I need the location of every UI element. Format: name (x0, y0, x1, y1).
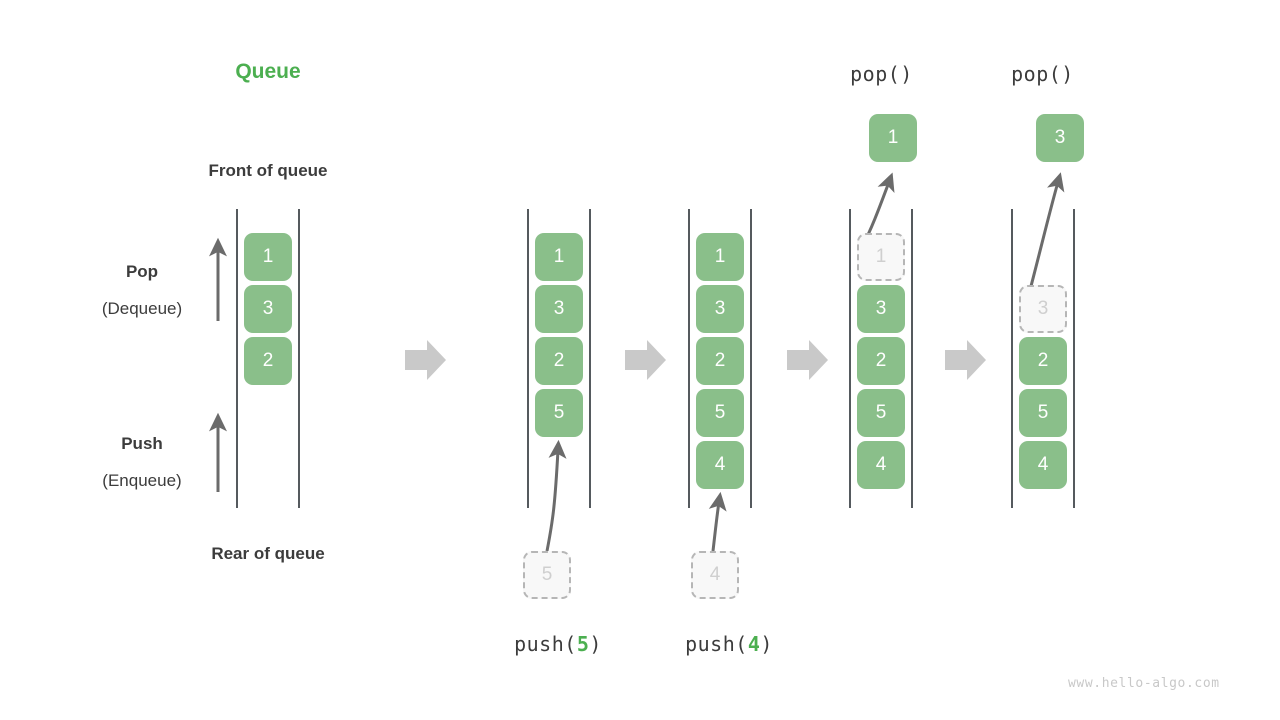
queue-cell: 1 (535, 233, 583, 281)
rail-left-3 (688, 209, 690, 508)
rail-left-5 (1011, 209, 1013, 508)
queue-cell: 2 (857, 337, 905, 385)
push-5-prefix: push( (514, 632, 577, 656)
queue-cell: 2 (696, 337, 744, 385)
rail-right-5 (1073, 209, 1075, 508)
incoming-ghost-cell: 5 (523, 551, 571, 599)
push-4-prefix: push( (685, 632, 748, 656)
step-arrow-1 (405, 340, 446, 380)
popped-cell: 1 (869, 114, 917, 162)
enqueue-label: (Enqueue) (102, 471, 182, 490)
pop-3-motion-arrow (1028, 172, 1065, 291)
push-5-caption: push(5) (458, 632, 658, 656)
dequeue-label: (Dequeue) (101, 299, 183, 318)
queue-cell-ghost: 1 (857, 233, 905, 281)
queue-cell: 2 (535, 337, 583, 385)
push-4-motion-arrow (708, 491, 727, 552)
watermark: www.hello-algo.com (1068, 676, 1220, 691)
push-5-value: 5 (576, 632, 590, 656)
step-arrow-4 (945, 340, 986, 380)
page-title: Queue (235, 60, 301, 83)
incoming-ghost-cell: 4 (691, 551, 739, 599)
push-4-caption: push(4) (629, 632, 829, 656)
rail-left-1 (236, 209, 238, 508)
rail-right-3 (750, 209, 752, 508)
queue-cell: 3 (244, 285, 292, 333)
queue-cell: 1 (244, 233, 292, 281)
rail-left-4 (849, 209, 851, 508)
step-arrow-2 (625, 340, 666, 380)
queue-cell: 1 (696, 233, 744, 281)
rail-right-2 (589, 209, 591, 508)
push-5-suffix: ) (589, 632, 602, 656)
pop-label: Pop (125, 262, 159, 281)
queue-cell: 4 (857, 441, 905, 489)
queue-cell: 5 (1019, 389, 1067, 437)
queue-cell: 5 (535, 389, 583, 437)
queue-cell: 3 (696, 285, 744, 333)
popped-cell: 3 (1036, 114, 1084, 162)
push-5-motion-arrow (545, 439, 567, 552)
push-4-value: 4 (747, 632, 761, 656)
queue-cell: 2 (244, 337, 292, 385)
queue-cell: 5 (696, 389, 744, 437)
queue-cell: 3 (857, 285, 905, 333)
front-of-queue-label: Front of queue (208, 161, 328, 180)
queue-cell: 2 (1019, 337, 1067, 385)
rail-right-4 (911, 209, 913, 508)
rail-left-2 (527, 209, 529, 508)
step-arrow-3 (787, 340, 828, 380)
rear-of-queue-label: Rear of queue (211, 544, 325, 563)
pop-1-caption: pop() (850, 62, 913, 86)
pop-2-caption: pop() (1011, 62, 1074, 86)
rail-right-1 (298, 209, 300, 508)
queue-cell: 3 (535, 285, 583, 333)
queue-cell-ghost: 3 (1019, 285, 1067, 333)
push-label: Push (121, 434, 163, 453)
push-4-suffix: ) (760, 632, 773, 656)
queue-cell: 4 (1019, 441, 1067, 489)
queue-cell: 4 (696, 441, 744, 489)
queue-cell: 5 (857, 389, 905, 437)
